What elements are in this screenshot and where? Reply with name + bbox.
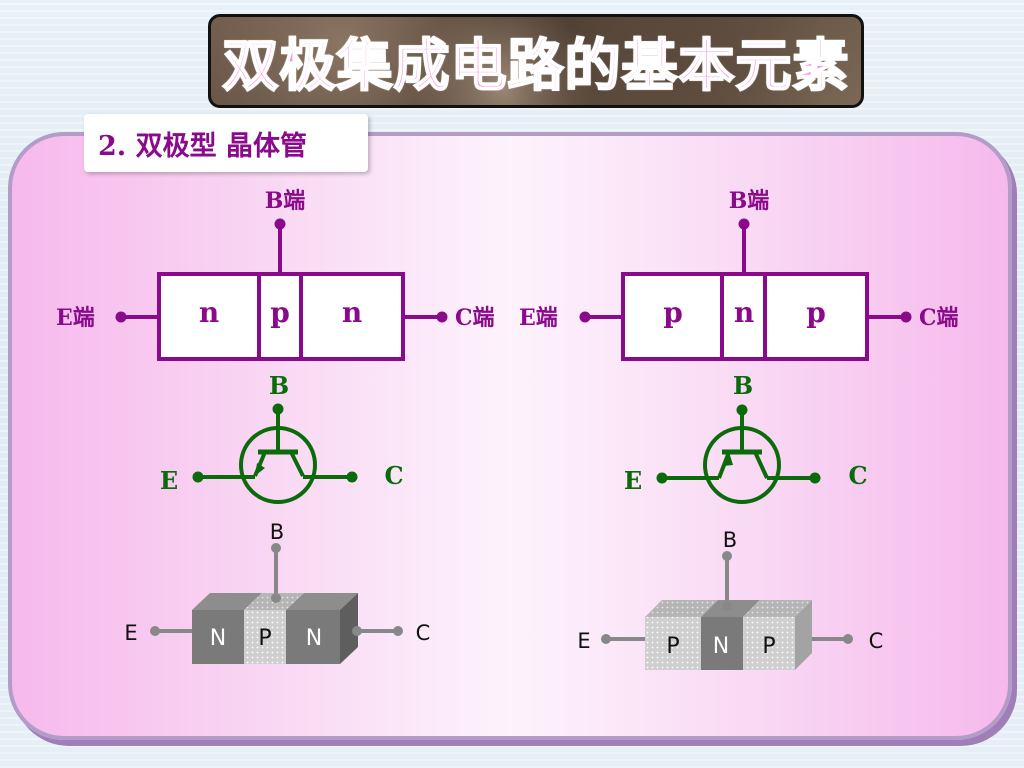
npn-block: B N P N E C bbox=[124, 520, 430, 664]
npn-base-label: B端 bbox=[265, 188, 306, 214]
npn-block-region-collector: N bbox=[306, 626, 322, 651]
npn-block-region-base: P bbox=[258, 626, 271, 651]
pnp-symbol-b-label: B bbox=[733, 371, 753, 400]
npn-symbol-c-label: C bbox=[384, 461, 403, 490]
npn-symbol-e-label: E bbox=[160, 466, 178, 495]
npn-region-emitter: n bbox=[199, 296, 219, 329]
pnp-block-region-base: N bbox=[713, 634, 729, 659]
pnp-symbol-c-label: C bbox=[848, 461, 867, 490]
npn-symbol-circle bbox=[239, 426, 317, 504]
pnp-collector-terminal bbox=[900, 311, 912, 323]
pnp-base-label: B端 bbox=[729, 188, 770, 214]
pnp-body bbox=[621, 272, 869, 361]
npn-block-b-label: B bbox=[270, 520, 284, 544]
pnp-symbol-e-label: E bbox=[624, 466, 642, 495]
pnp-symbol: B E C bbox=[624, 371, 868, 504]
pnp-emitter-arrow bbox=[723, 452, 733, 466]
npn-collector-terminal bbox=[436, 311, 448, 323]
title-banner: 双极集成电路的基本元素 bbox=[208, 14, 864, 108]
pnp-collector-label: C端 bbox=[919, 305, 959, 331]
pnp-region-base: n bbox=[734, 296, 754, 329]
pnp-block: B P N P E C bbox=[577, 528, 883, 670]
npn-body bbox=[157, 272, 405, 361]
pnp-block-region-collector: P bbox=[762, 634, 775, 659]
npn-region-base: p bbox=[270, 296, 290, 329]
pnp-region-collector: p bbox=[806, 296, 826, 329]
page-title: 双极集成电路的基本元素 bbox=[222, 33, 850, 100]
npn-region-collector: n bbox=[342, 296, 362, 329]
pnp-symbol-circle bbox=[703, 426, 781, 504]
pnp-block-e-label: E bbox=[577, 629, 590, 653]
npn-structure: B端 n p n E端 C端 bbox=[56, 188, 495, 361]
npn-block-c-label: C bbox=[416, 621, 431, 645]
npn-emitter-label: E端 bbox=[56, 305, 95, 331]
npn-collector-label: C端 bbox=[455, 305, 495, 331]
pnp-emitter-label: E端 bbox=[519, 305, 558, 331]
pnp-structure: B端 p n p E端 C端 bbox=[519, 188, 959, 361]
section-subtitle: 2. 双极型 晶体管 bbox=[84, 114, 368, 172]
pnp-block-region-emitter: P bbox=[666, 634, 679, 659]
pnp-region-emitter: p bbox=[663, 296, 683, 329]
npn-block-region-emitter: N bbox=[210, 626, 226, 651]
npn-symbol-b-label: B bbox=[269, 371, 289, 400]
npn-block-e-label: E bbox=[124, 621, 137, 645]
pnp-block-c-label: C bbox=[869, 629, 884, 653]
pnp-block-b-label: B bbox=[723, 528, 737, 552]
npn-symbol: B E C bbox=[160, 371, 404, 504]
npn-emitter-arrow bbox=[255, 463, 265, 476]
